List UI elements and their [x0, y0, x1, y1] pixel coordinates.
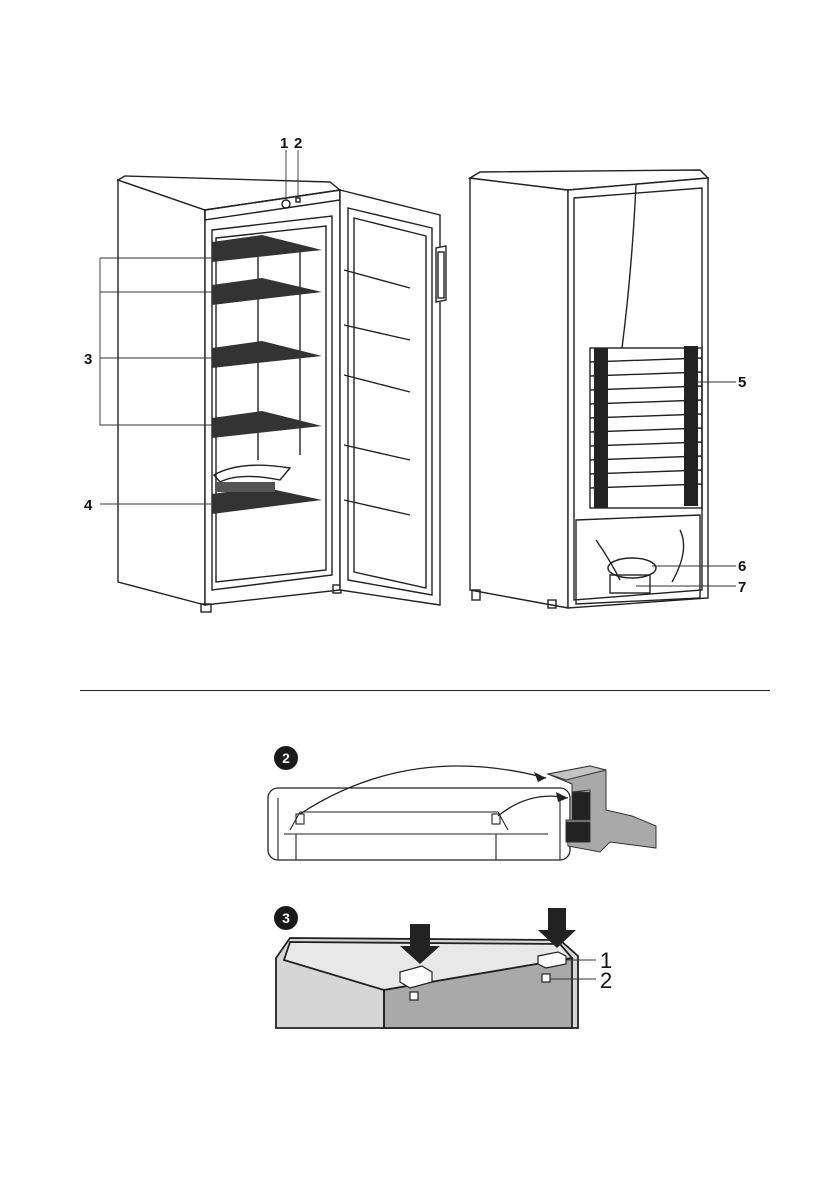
callout-6: 6	[738, 558, 746, 575]
callout-1: 1	[280, 135, 288, 152]
drawer-grille	[215, 482, 275, 492]
callout-2: 2	[294, 135, 302, 152]
step-3-figure: 3 1 2	[260, 900, 660, 1035]
rear-view	[470, 170, 708, 608]
open-door	[340, 190, 446, 605]
appliance-overview-figure: 1 2 3 4	[0, 120, 839, 620]
step-2-badge-label: 2	[282, 750, 290, 766]
callout-4: 4	[84, 497, 93, 514]
step-2-figure: 2	[260, 740, 680, 870]
step-2-detail-box	[268, 788, 570, 860]
step-3-callout-2: 2	[600, 968, 612, 993]
callout-3: 3	[84, 351, 92, 368]
step-3-badge-label: 3	[282, 910, 290, 926]
section-divider	[80, 690, 770, 691]
callout-7: 7	[738, 579, 746, 596]
callout-5: 5	[738, 374, 746, 391]
